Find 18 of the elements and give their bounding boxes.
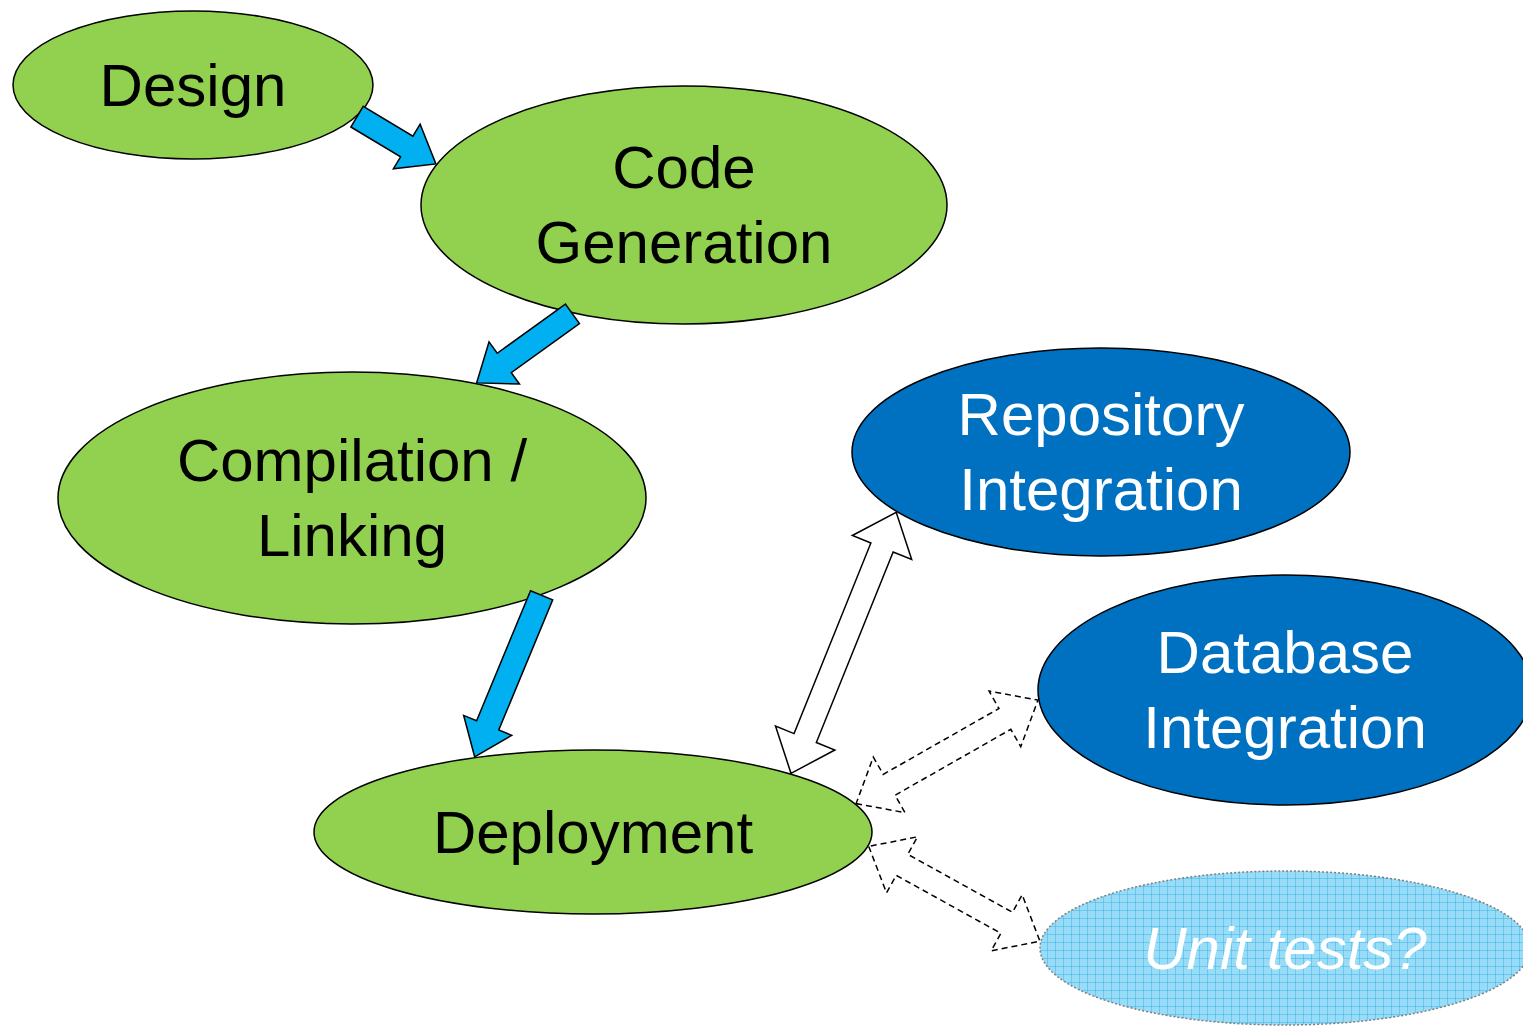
- process-ellipse: [420, 85, 948, 325]
- node-label: Deployment: [431, 797, 755, 868]
- block-arrow: [774, 511, 913, 775]
- process-ellipse: [313, 749, 873, 915]
- node-label: Design: [98, 50, 288, 121]
- block-arrow: [349, 105, 437, 170]
- process-ellipse: [851, 347, 1351, 557]
- process-ellipse: [57, 371, 647, 625]
- block-arrow: [462, 589, 554, 758]
- block-arrow: [475, 303, 581, 385]
- node-label: Compilation / Linking: [175, 426, 529, 571]
- node-label: Database Integration: [1142, 618, 1428, 763]
- block-arrow: [855, 690, 1039, 814]
- node-label: Code Generation: [534, 133, 834, 278]
- block-arrow: [867, 835, 1041, 952]
- process-ellipse: [12, 10, 374, 160]
- node-label: Repository Integration: [956, 380, 1246, 525]
- node-label: Unit tests?: [1142, 913, 1428, 984]
